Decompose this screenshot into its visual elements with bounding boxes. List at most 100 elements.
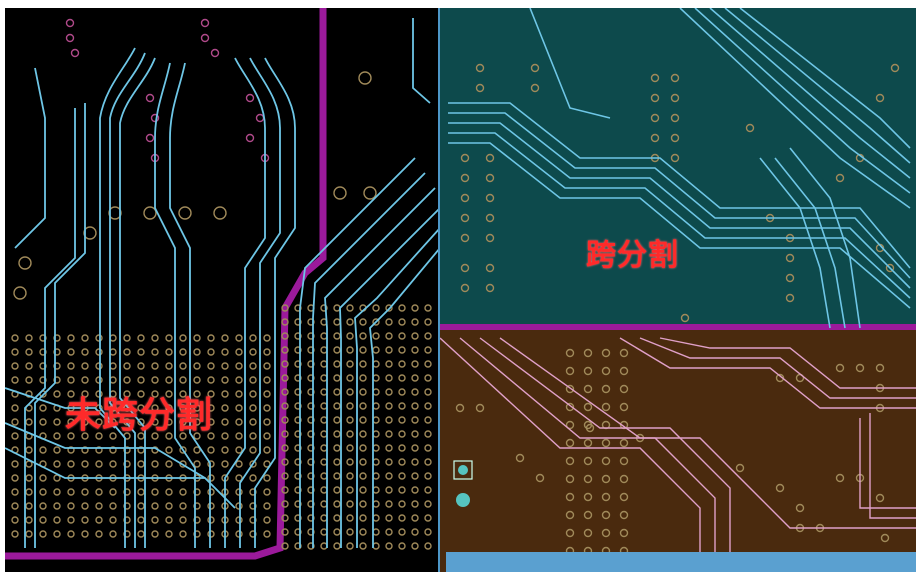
via — [67, 376, 75, 384]
via — [53, 488, 61, 496]
via — [398, 500, 406, 508]
via — [53, 376, 61, 384]
via — [485, 173, 495, 183]
via — [151, 390, 159, 398]
via — [385, 318, 393, 326]
via — [346, 528, 354, 536]
via — [411, 402, 419, 410]
via — [53, 348, 61, 356]
via — [95, 530, 103, 538]
via — [81, 376, 89, 384]
via — [346, 542, 354, 550]
via — [619, 474, 629, 484]
via — [179, 390, 187, 398]
via — [235, 460, 243, 468]
via — [346, 514, 354, 522]
via — [193, 418, 201, 426]
via — [294, 486, 302, 494]
via — [346, 416, 354, 424]
via — [65, 33, 75, 43]
via — [25, 334, 33, 342]
via — [333, 486, 341, 494]
via — [53, 502, 61, 510]
via — [583, 456, 593, 466]
via — [11, 530, 19, 538]
via — [411, 360, 419, 368]
via — [307, 318, 315, 326]
via — [583, 510, 593, 520]
via — [565, 420, 575, 430]
via — [565, 348, 575, 358]
via — [583, 474, 593, 484]
via — [221, 362, 229, 370]
via — [294, 346, 302, 354]
via — [221, 404, 229, 412]
pad-square — [453, 460, 473, 480]
via — [601, 510, 611, 520]
via — [346, 388, 354, 396]
via — [207, 474, 215, 482]
via — [207, 362, 215, 370]
via — [53, 530, 61, 538]
via — [320, 304, 328, 312]
via — [565, 474, 575, 484]
via — [281, 514, 289, 522]
via — [307, 458, 315, 466]
via — [333, 528, 341, 536]
via — [307, 444, 315, 452]
via — [235, 516, 243, 524]
via — [281, 528, 289, 536]
via — [179, 376, 187, 384]
via — [109, 432, 117, 440]
via — [619, 510, 629, 520]
via — [81, 502, 89, 510]
via — [81, 334, 89, 342]
via — [398, 360, 406, 368]
via — [207, 446, 215, 454]
via — [294, 472, 302, 480]
via — [565, 492, 575, 502]
via — [424, 444, 432, 452]
via — [411, 346, 419, 354]
via — [411, 416, 419, 424]
via — [53, 334, 61, 342]
via — [398, 472, 406, 480]
via — [460, 263, 470, 273]
via — [307, 360, 315, 368]
via — [346, 332, 354, 340]
via — [346, 472, 354, 480]
via — [411, 458, 419, 466]
via — [235, 432, 243, 440]
via — [207, 530, 215, 538]
via — [333, 374, 341, 382]
via — [460, 213, 470, 223]
via — [95, 362, 103, 370]
via — [398, 416, 406, 424]
via — [137, 390, 145, 398]
via — [95, 334, 103, 342]
via — [601, 456, 611, 466]
via — [95, 348, 103, 356]
via — [151, 418, 159, 426]
via — [150, 113, 160, 123]
via — [333, 186, 347, 200]
via — [221, 376, 229, 384]
via — [193, 460, 201, 468]
via — [619, 366, 629, 376]
via — [650, 133, 660, 143]
via — [333, 416, 341, 424]
via — [193, 516, 201, 524]
via — [249, 530, 257, 538]
via — [619, 348, 629, 358]
via — [11, 362, 19, 370]
via — [123, 362, 131, 370]
via — [307, 528, 315, 536]
via — [680, 313, 690, 323]
pad-round-1 — [458, 465, 468, 475]
via — [424, 304, 432, 312]
via — [424, 402, 432, 410]
via — [137, 530, 145, 538]
via — [263, 334, 271, 342]
via — [281, 346, 289, 354]
via — [601, 348, 611, 358]
